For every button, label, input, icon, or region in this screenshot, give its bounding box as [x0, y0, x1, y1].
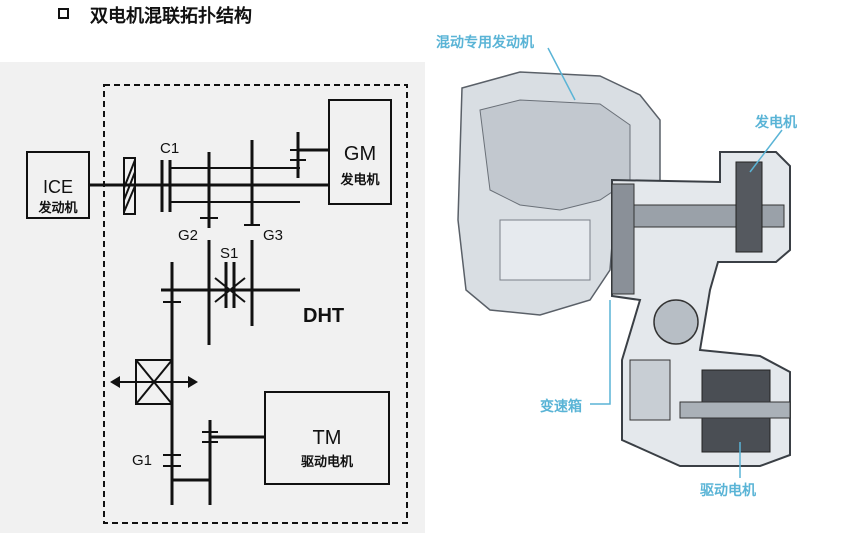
schematic-panel-bg [0, 62, 425, 533]
transmission-case [611, 151, 791, 467]
callout-transmission: 变速箱 [540, 399, 582, 415]
c1-label: C1 [160, 140, 179, 157]
g1-label: G1 [132, 452, 152, 469]
dht-boundary [103, 84, 408, 524]
page-title: 双电机混联拓扑结构 [90, 6, 252, 27]
dht-label: DHT [303, 305, 344, 327]
s1-label: S1 [220, 245, 238, 262]
g2-label: G2 [178, 227, 198, 244]
callout-generator: 发电机 [755, 115, 797, 131]
ice-label: ICE [43, 177, 73, 197]
gm-label: GM [344, 143, 376, 165]
gm-box [328, 99, 392, 205]
bullet-square-icon [58, 8, 69, 19]
slide-title: 双电机混联拓扑结构 [0, 0, 440, 40]
g3-label: G3 [263, 227, 283, 244]
engine-block [457, 71, 661, 316]
ice-sub-label: 发动机 [37, 200, 77, 215]
callout-engine: 混动专用发动机 [436, 35, 534, 51]
gm-sub-label: 发电机 [339, 172, 379, 187]
topology-schematic: ICE 发动机 GM 发电机 TM 驱动电机 C1 G2 G3 S1 G1 DH… [26, 84, 408, 524]
tm-sub-label: 驱动电机 [301, 454, 353, 469]
callout-drive-motor: 驱动电机 [700, 483, 756, 499]
tm-label: TM [313, 427, 342, 449]
